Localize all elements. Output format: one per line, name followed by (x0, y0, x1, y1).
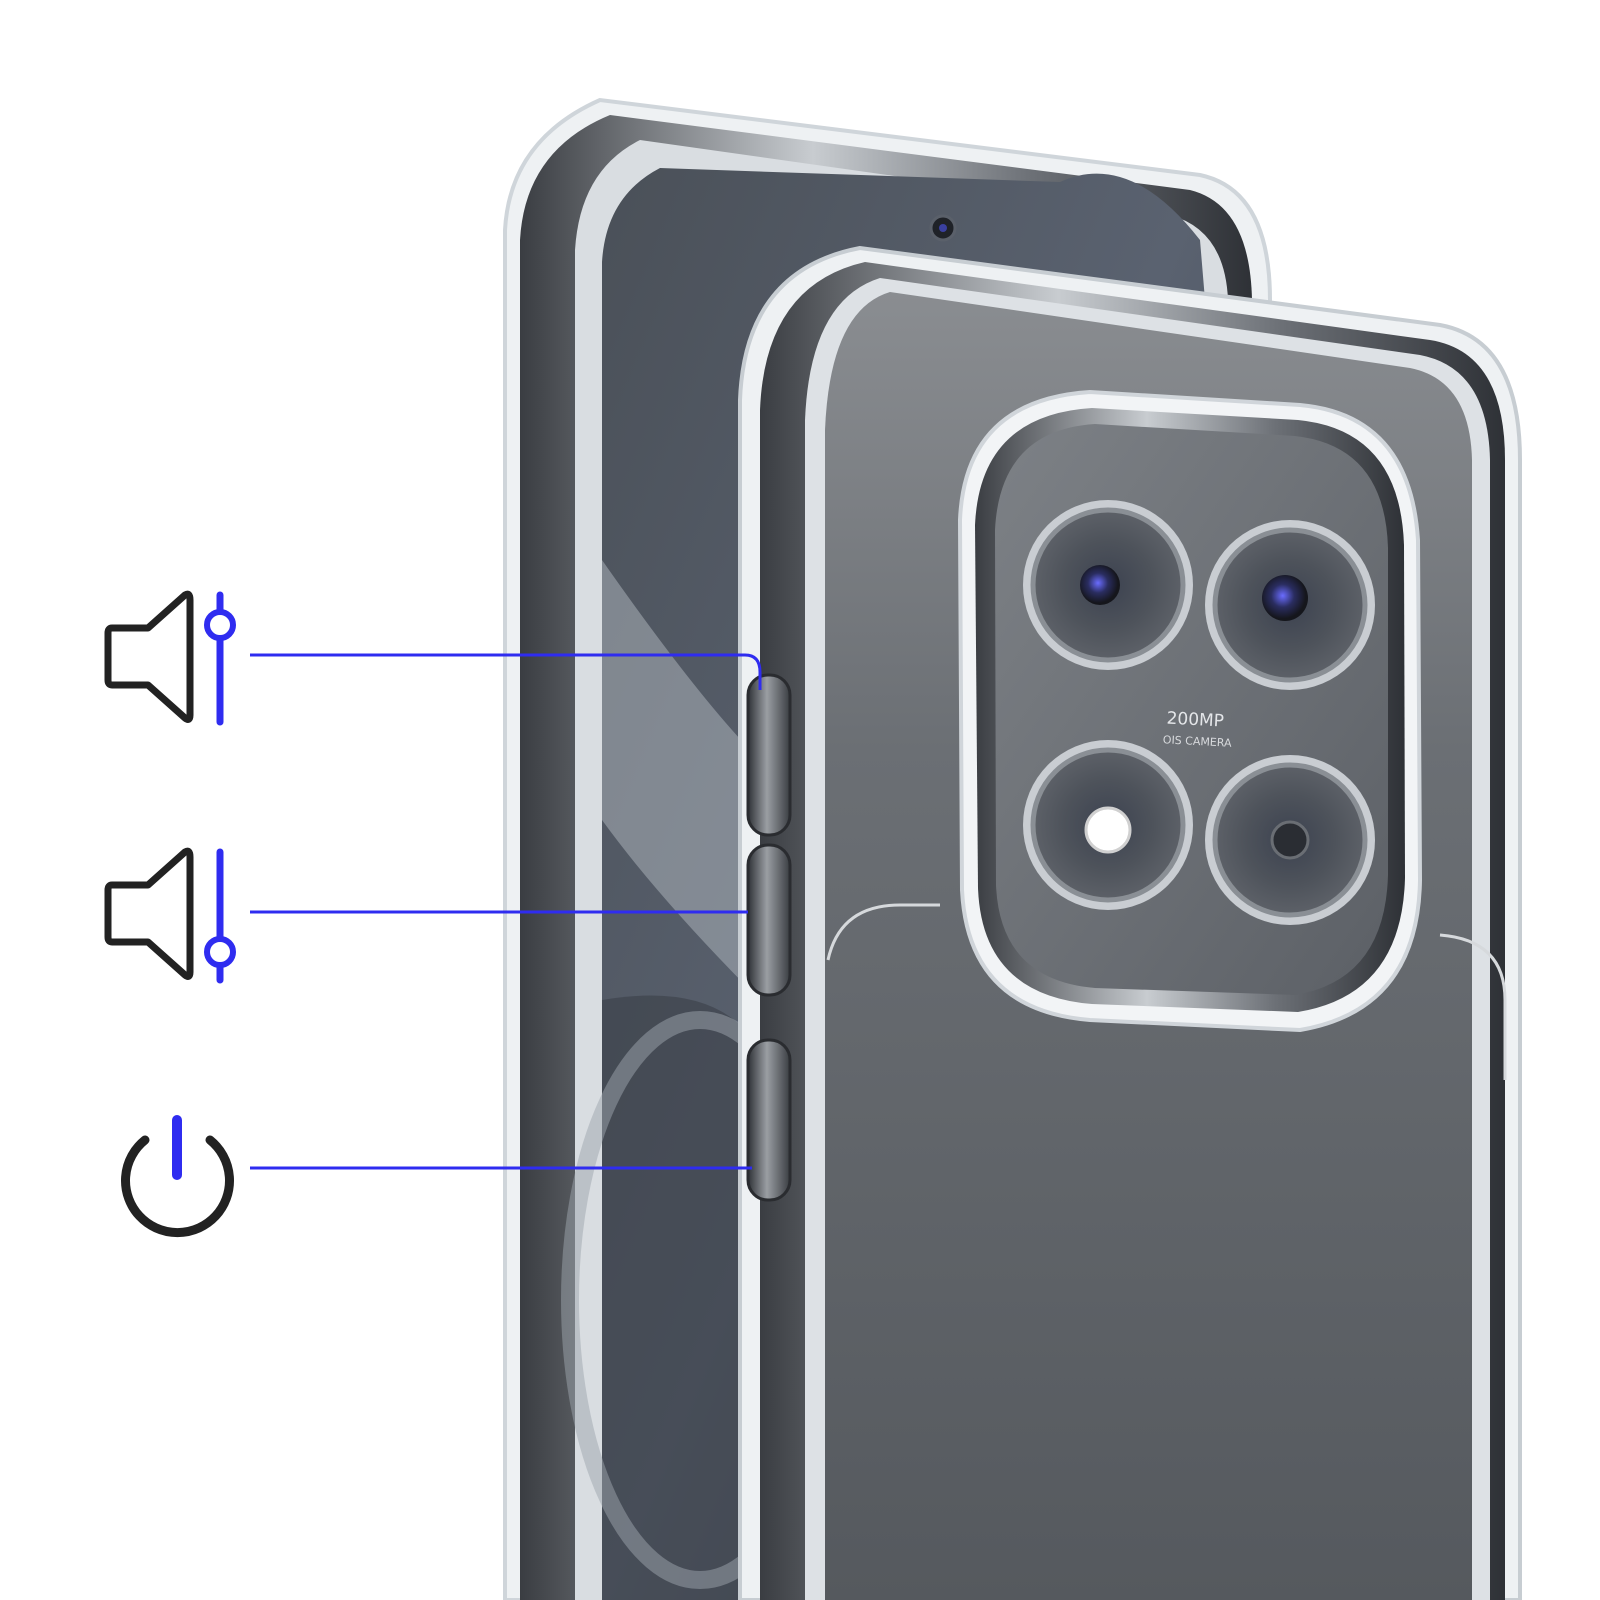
power-icon (121, 1115, 234, 1238)
lens-bottom-left (1023, 740, 1193, 910)
callout-line-volume-up (250, 653, 762, 690)
camera-label-sub: OIS CAMERA (1163, 733, 1233, 750)
back-phone: 200MP OIS CAMERA (738, 245, 1522, 1600)
callout-lines (250, 653, 762, 1170)
lens-top-right (1205, 520, 1375, 690)
camera-module: 200MP OIS CAMERA (957, 389, 1423, 1033)
power-button[interactable] (746, 1038, 792, 1202)
side-buttons (746, 673, 792, 1202)
volume-up-button[interactable] (746, 673, 792, 837)
volume-down-icon (104, 847, 236, 984)
lens-bottom-right (1205, 755, 1375, 925)
volume-down-button[interactable] (746, 843, 792, 997)
camera-label-main: 200MP (1166, 709, 1224, 732)
volume-up-icon (104, 590, 236, 726)
lens-top-left (1023, 500, 1193, 670)
flash-icon (1084, 806, 1132, 854)
